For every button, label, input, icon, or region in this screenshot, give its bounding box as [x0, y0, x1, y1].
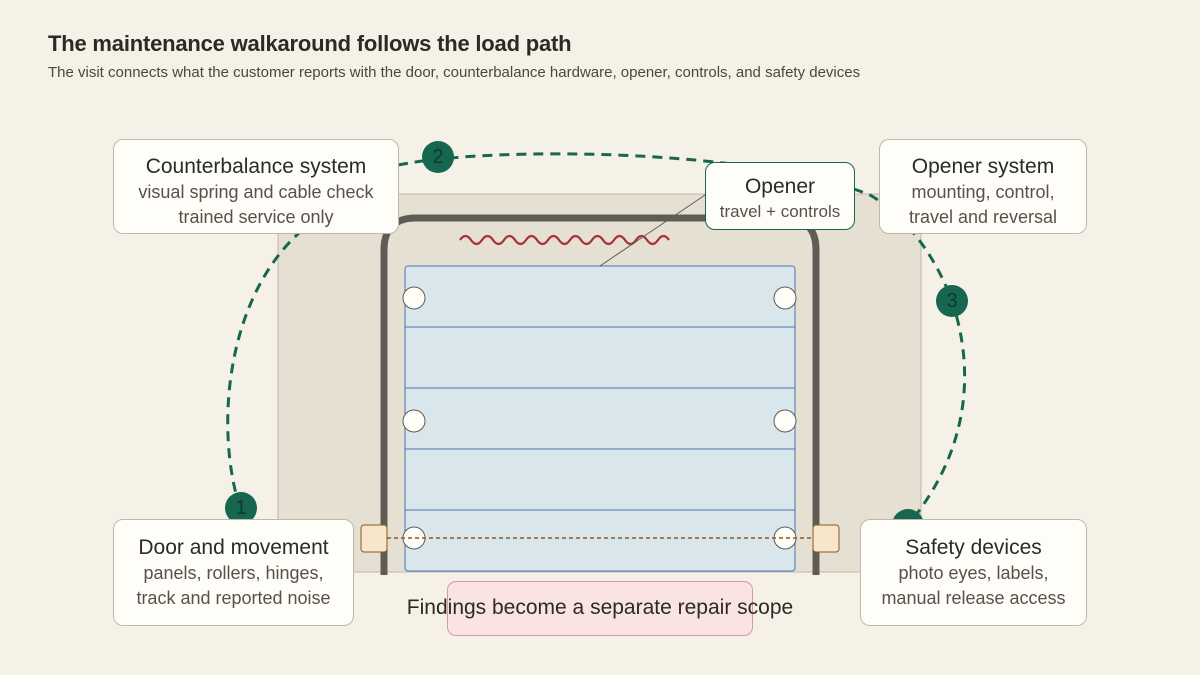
page-title: The maintenance walkaround follows the l… [48, 31, 572, 56]
photo-eye-sensor-left [360, 524, 388, 553]
card-detail: visual spring and cable check [138, 182, 374, 202]
page-subtitle: The visit connects what the customer rep… [48, 64, 861, 81]
roller-icon [402, 409, 426, 433]
card-door-movement: Door and movement panels, rollers, hinge… [113, 519, 354, 626]
repair-scope-box [447, 581, 753, 636]
card-title: Safety devices [905, 536, 1042, 559]
card-counterbalance: Counterbalance system visual spring and … [113, 139, 399, 234]
card-detail: panels, rollers, hinges, [143, 563, 324, 583]
roller-icon [773, 526, 797, 550]
door-frame [380, 214, 820, 575]
card-detail: travel + controls [719, 202, 841, 221]
card-opener-system: Opener system mounting, control, travel … [879, 139, 1087, 234]
walkaround-path [226, 152, 967, 526]
card-detail: trained service only [178, 207, 334, 227]
step-badge-2: 2 [422, 141, 454, 173]
door-panel [404, 265, 796, 572]
step-badge-3: 3 [936, 285, 968, 317]
card-title: Door and movement [138, 536, 329, 559]
card-detail: manual release access [881, 588, 1066, 608]
repair-scope-label: Findings become a separate repair scope [406, 596, 794, 619]
photo-eye-sensor-right [812, 524, 840, 553]
roller-icon [773, 286, 797, 310]
card-title: Opener system [911, 155, 1055, 178]
opener-rail [599, 194, 706, 267]
card-safety-devices: Safety devices photo eyes, labels, manua… [860, 519, 1087, 626]
roller-icon [773, 409, 797, 433]
card-opener: Opener travel + controls [705, 162, 855, 230]
card-detail: photo eyes, labels, [898, 563, 1049, 583]
card-detail: mounting, control, [911, 182, 1055, 202]
card-detail: travel and reversal [908, 207, 1058, 227]
card-detail: track and reported noise [136, 588, 331, 608]
card-title: Counterbalance system [145, 155, 367, 178]
roller-icon [402, 526, 426, 550]
step-badge-1: 1 [225, 492, 257, 524]
card-title: Opener [744, 175, 816, 198]
roller-icon [402, 286, 426, 310]
spring-icon [459, 234, 670, 246]
